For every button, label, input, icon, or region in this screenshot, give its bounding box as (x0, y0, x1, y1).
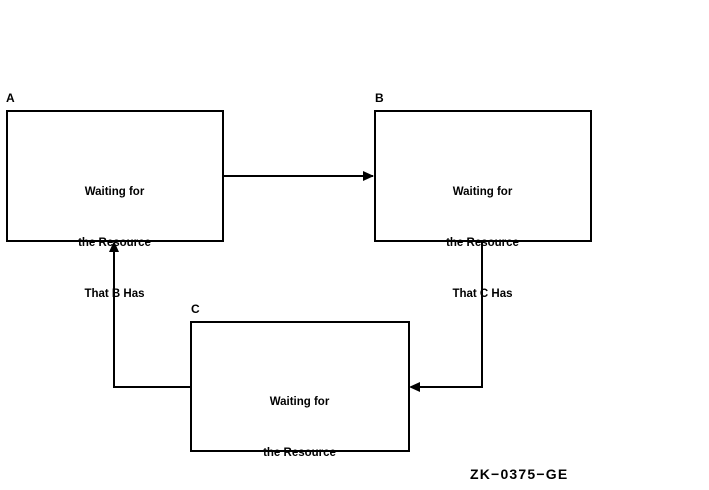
node-box-c (190, 321, 410, 452)
node-text-c-line-2: the Resource (263, 447, 336, 459)
node-text-c: Waiting for the Resource That A Has (190, 360, 409, 490)
edge-b-to-c-arrowhead-icon (409, 382, 420, 392)
figure-caption: ZK−0375−GE (470, 466, 569, 482)
edge-b-to-c-line (411, 241, 483, 388)
node-text-b-line-1: Waiting for (452, 186, 513, 198)
node-text-a-line-1: Waiting for (84, 186, 145, 198)
edge-c-to-a-line (113, 243, 190, 388)
node-text-b-line-3: That C Has (452, 288, 513, 300)
node-label-a: A (6, 91, 15, 105)
edge-c-to-a-arrowhead-icon (109, 241, 119, 252)
node-text-b: Waiting for the Resource That C Has (374, 150, 591, 337)
node-text-a-line-3: That B Has (84, 288, 145, 300)
node-text-b-line-2: the Resource (446, 237, 519, 249)
node-text-c-line-1: Waiting for (269, 396, 330, 408)
node-text-a: Waiting for the Resource That B Has (6, 150, 223, 337)
node-label-b: B (375, 91, 384, 105)
node-label-c: C (191, 302, 200, 316)
node-text-a-line-2: the Resource (78, 237, 151, 249)
edge-a-to-b-arrowhead-icon (363, 171, 374, 181)
